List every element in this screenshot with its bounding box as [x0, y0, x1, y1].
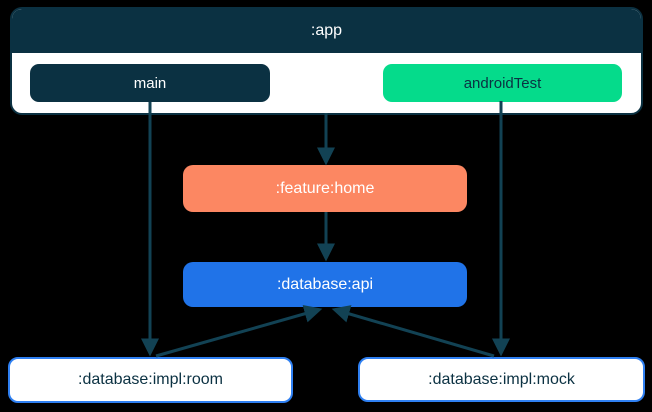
node-database-api: :database:api: [183, 262, 467, 307]
edge-impl-mock-to-database-api: [331, 305, 495, 358]
node-database-impl-mock-label: :database:impl:mock: [428, 370, 575, 388]
node-database-impl-mock: :database:impl:mock: [358, 357, 645, 402]
node-feature-home: :feature:home: [183, 165, 467, 212]
node-database-impl-room-label: :database:impl:room: [78, 371, 223, 388]
node-main-label: main: [133, 74, 167, 92]
node-main: main: [30, 64, 270, 102]
node-androidtest: androidTest: [383, 64, 622, 102]
node-app-header: :app: [12, 9, 641, 53]
node-feature-home-label: :feature:home: [275, 179, 375, 197]
node-androidtest-label: androidTest: [463, 74, 542, 92]
node-database-impl-room: :database:impl:room: [8, 357, 293, 403]
edge-impl-room-to-database-api: [155, 305, 323, 358]
node-database-api-label: :database:api: [276, 275, 374, 293]
node-app-label: :app: [310, 22, 343, 39]
